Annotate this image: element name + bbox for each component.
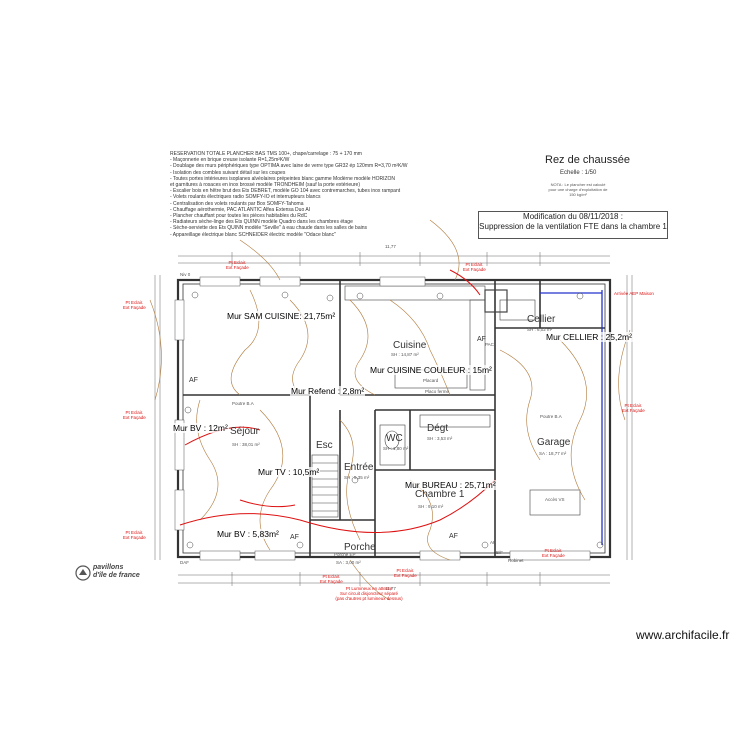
chambre-surface: SH : 9,10 m² bbox=[418, 504, 444, 509]
placard-label: Placard bbox=[423, 378, 439, 383]
porche-ep-label: Porche EP bbox=[334, 552, 356, 557]
note-line: - Radiateurs sèche-linge des Ets QUINN m… bbox=[170, 219, 353, 226]
modification-date: Modification du 08/11/2018 : bbox=[523, 212, 623, 221]
wall-cuisine-couleur: Mur CUISINE COULEUR : 15m² bbox=[369, 365, 493, 375]
room-cellier: Cellier bbox=[527, 314, 556, 325]
note-line: - Maçonnerie en brique creuse isolante R… bbox=[170, 157, 290, 164]
wc-surface: SH : 1,80 m² bbox=[383, 446, 409, 451]
poutre-label: Poutre B.A bbox=[540, 414, 562, 419]
room-wc: WC bbox=[386, 433, 403, 444]
cellier-surface: SH : 6,02 m² bbox=[527, 327, 553, 332]
exterior-light-label: Pt Eclair.Ext Façade bbox=[123, 300, 146, 310]
wall-tv: Mur TV : 10,5m² bbox=[257, 467, 321, 477]
construction-notes: RESERVATION TOTALE PLANCHER BAS TMS 100+… bbox=[170, 151, 475, 238]
dimension-top: 11,77 bbox=[385, 244, 396, 249]
level-label: Niv 0 bbox=[180, 272, 191, 277]
room-degt: Dégt bbox=[427, 423, 449, 434]
load-note: NOTA : Le plancher est calculé pour une … bbox=[548, 182, 608, 197]
wall-sam-cuisine: Mur SAM CUISINE: 21,75m² bbox=[226, 311, 337, 321]
room-esc: Esc bbox=[316, 440, 333, 451]
company-logo: pavillons d'île de france bbox=[93, 564, 140, 580]
logo-icon bbox=[75, 565, 91, 586]
plan-title: Rez de chaussée bbox=[545, 154, 630, 166]
exterior-light-label: Pt Eclair.Ext Façade bbox=[123, 410, 146, 420]
website-watermark: www.archifacile.fr bbox=[636, 628, 730, 642]
af-label: AF bbox=[290, 534, 299, 541]
exterior-light-label: Pt Eclair.Ext Façade bbox=[542, 548, 565, 558]
note-line: - Volets roulants électriques radio SOMF… bbox=[170, 194, 321, 201]
entree-surface: SH : 5,35 m² bbox=[344, 475, 370, 480]
robinet-label: Robinet bbox=[508, 558, 524, 563]
exterior-light-label: Pt Eclair.Ext Façade bbox=[123, 530, 146, 540]
wall-cellier: Mur CELLIER : 25,2m² bbox=[545, 332, 633, 342]
room-cuisine: Cuisine bbox=[393, 340, 427, 351]
note-line: - Sèche-serviette des Ets QUINN modèle "… bbox=[170, 225, 367, 232]
note-line: - Escalier bois en hêtre brut des Ets DE… bbox=[170, 188, 401, 195]
degt-surface: SH : 3,53 m² bbox=[427, 436, 453, 441]
af-label: AF bbox=[189, 377, 198, 384]
note-line: et garnitures à rosaces en inox brossé m… bbox=[170, 182, 360, 189]
wall-bureau: Mur BUREAU : 25,71m² bbox=[404, 480, 497, 490]
wall-bv-583: Mur BV : 5,83m² bbox=[216, 529, 280, 539]
cuisine-surface: SH : 14,87 m² bbox=[391, 352, 419, 357]
garage-surface: SA : 18,77 m² bbox=[539, 451, 567, 456]
note-line: - Doublage des murs périphériques type O… bbox=[170, 163, 408, 170]
exterior-light-label: Pt Eclair.Ext Façade bbox=[394, 568, 417, 578]
water-arrival-label: Arrivée AEP Maison bbox=[614, 291, 654, 296]
note-line: - Chauffage aérothermie, PAC ATLANTIC Al… bbox=[170, 206, 311, 213]
daf-label: DAF bbox=[180, 560, 189, 565]
sejour-surface: SH : 38,01 m² bbox=[232, 442, 260, 447]
exterior-light-label: Pt Eclair.Ext Façade bbox=[463, 262, 486, 272]
bf-label: B/F bbox=[496, 550, 504, 555]
placo-label: Placo fermé bbox=[425, 389, 450, 394]
note-line: - Toutes portes intérieures isoplanes al… bbox=[170, 175, 396, 182]
note-line: - Isolation des combles suivant détail s… bbox=[170, 169, 286, 176]
note-line: RESERVATION TOTALE PLANCHER BAS TMS 100+… bbox=[170, 151, 362, 157]
note-line: - Plancher chauffant pour toutes les piè… bbox=[170, 213, 308, 220]
af-label: AF bbox=[477, 336, 486, 343]
plan-scale: Echelle : 1/50 bbox=[560, 170, 597, 176]
dimension-bottom: 11,77 bbox=[385, 586, 396, 591]
pac-label: PAC bbox=[485, 342, 494, 347]
modification-box: Modification du 08/11/2018 : Suppression… bbox=[478, 211, 668, 239]
poutre-label: Poutre B.A bbox=[232, 401, 254, 406]
wall-bv-12: Mur BV : 12m² bbox=[172, 423, 229, 433]
logo-line-1: pavillons bbox=[93, 564, 124, 571]
logo-line-2: d'île de france bbox=[93, 572, 140, 579]
porche-surface: SA : 3,00 m² bbox=[336, 560, 361, 565]
exterior-light-label: Pt Eclair.Ext Façade bbox=[320, 574, 343, 584]
room-entree: Entrée bbox=[344, 462, 374, 473]
exterior-light-label: Pt Eclair.Ext Façade bbox=[226, 260, 249, 270]
garage-af-label: AF bbox=[490, 540, 496, 545]
room-sejour: Séjour bbox=[230, 426, 259, 437]
note-line: - Appareillage électrique blanc SCHNEIDE… bbox=[170, 231, 336, 238]
room-garage: Garage bbox=[537, 437, 571, 448]
acces-vs-label: Accès VS bbox=[545, 497, 565, 502]
modification-text: Suppression de la ventilation FTE dans l… bbox=[479, 222, 667, 231]
note-line: - Centralisation des volets roulants par… bbox=[170, 200, 304, 207]
room-chambre-1: Chambre 1 bbox=[415, 489, 465, 500]
af-label: AF bbox=[449, 533, 458, 540]
exterior-light-label: Pt Eclair.Ext Façade bbox=[622, 403, 645, 413]
room-porche: Porche bbox=[344, 542, 376, 553]
wall-refend: Mur Refend : 2,8m² bbox=[290, 386, 366, 396]
